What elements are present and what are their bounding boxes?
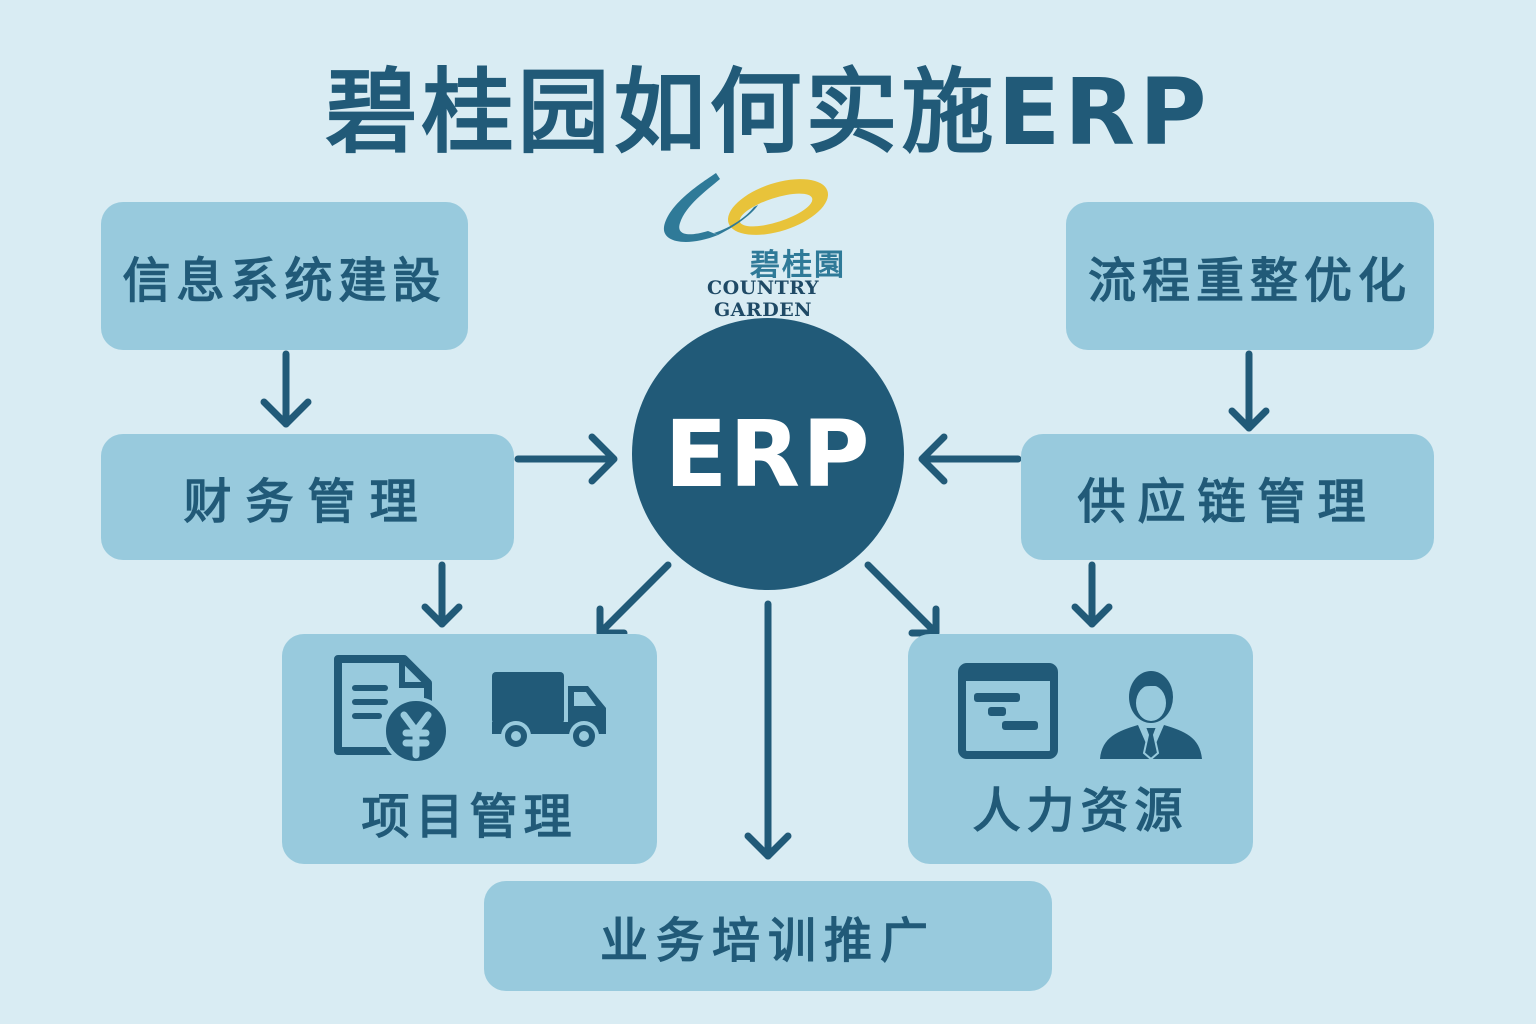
node-label: 项目管理 xyxy=(361,789,578,845)
swan-logo-icon xyxy=(663,173,829,242)
node-label: 人力资源 xyxy=(972,783,1189,839)
node-label: 供应链管理 xyxy=(1077,474,1378,530)
logo-english-text: COUNTRY GARDEN xyxy=(706,277,820,321)
erp-hub: ERP xyxy=(632,318,904,590)
arrow-finance-to-project xyxy=(421,561,463,628)
arrow-scm-to-erp xyxy=(918,433,1022,485)
arrow-process-to-scm xyxy=(1228,350,1270,432)
arrow-erp-to-hr xyxy=(864,561,940,637)
node-process-optimization: 流程重整优化 xyxy=(1066,202,1434,350)
country-garden-logo: 碧桂園 COUNTRY GARDEN xyxy=(658,165,868,321)
arrow-scm-to-hr xyxy=(1071,561,1113,628)
arrow-erp-to-project xyxy=(596,561,672,637)
document-yen-icon xyxy=(333,655,450,765)
gantt-window-icon xyxy=(957,663,1058,759)
node-finance: 财务管理 xyxy=(101,434,514,560)
node-supply-chain: 供应链管理 xyxy=(1021,434,1434,560)
erp-hub-label: ERP xyxy=(664,400,872,508)
arrow-finance-to-erp xyxy=(514,433,618,485)
node-info-system: 信息系统建設 xyxy=(101,202,468,350)
node-training: 业务培训推广 xyxy=(484,881,1052,991)
node-label: 财务管理 xyxy=(183,474,432,530)
node-human-resources: 人力资源 xyxy=(908,634,1253,864)
logo-chinese-text: 碧桂園 xyxy=(750,248,846,283)
arrow-erp-to-training xyxy=(744,600,792,860)
node-label: 信息系统建設 xyxy=(122,253,447,309)
truck-icon xyxy=(491,672,606,751)
node-label: 业务培训推广 xyxy=(599,913,936,969)
businessman-icon xyxy=(1099,671,1202,761)
page-title: 碧桂园如何实施ERP xyxy=(325,59,1211,166)
arrow-info-to-finance xyxy=(260,350,312,428)
node-label: 流程重整优化 xyxy=(1087,253,1412,309)
node-project: 项目管理 xyxy=(282,634,657,864)
